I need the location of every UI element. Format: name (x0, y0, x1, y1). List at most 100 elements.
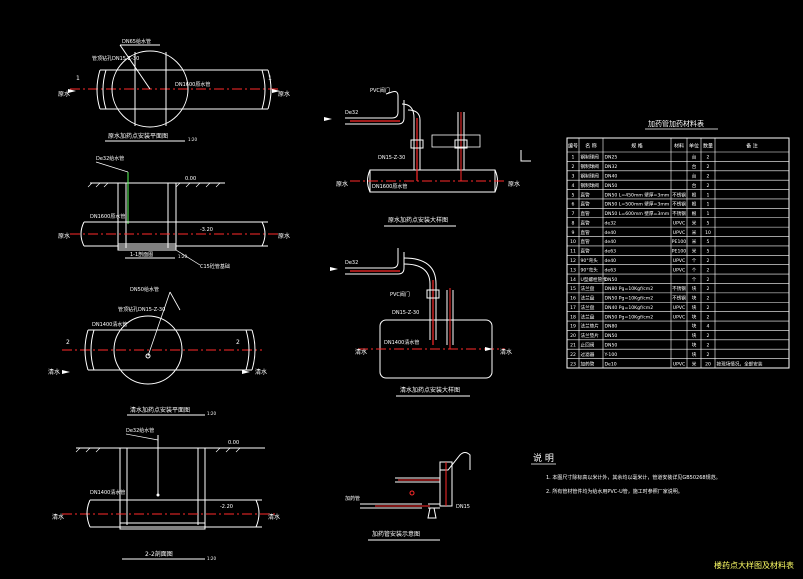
d2-label-side: C15砼管基础 (200, 263, 230, 270)
d6-label-in: De32 (345, 260, 358, 266)
table-cell: 23 (570, 361, 576, 367)
table-cell: 5 (572, 192, 575, 198)
table-cell: de32 (605, 220, 617, 226)
drawing-title-block: 楼药点大样图及材料表 (714, 560, 794, 570)
table-cell: UPVC (673, 305, 685, 311)
d3-section-mark-left: 2 (66, 339, 70, 346)
detail-1-plan: DN65给水管 管顶钻孔DN15-Z-30 DN1600原水管 原水 原水 1 … (58, 38, 290, 142)
ground-hatch (87, 182, 221, 188)
table-cell: 直管 (581, 238, 591, 245)
table-cell: 根 (692, 201, 697, 208)
d5-flow-out: 原水 (508, 180, 520, 188)
check-valve (427, 507, 437, 519)
table-cell: 7 (572, 211, 575, 217)
table-title: 加药管加药材料表 (648, 119, 704, 128)
table-cell: 2 (707, 164, 710, 170)
d4-scale: 1:20 (207, 556, 216, 561)
detail-4-section: De32给水管 0.00 DN1400清水管 -2.20 清水 清水 2-2剖面… (52, 427, 280, 561)
table-cell: 14 (570, 277, 576, 283)
d5-label-main: DN1600原水管 (372, 183, 407, 190)
flow-arrow-in (68, 89, 76, 93)
table-header-cell: 单位 (689, 143, 699, 150)
table-cell: DN40 (605, 173, 618, 179)
d5-title: 原水加药点安装大样图 (388, 216, 448, 224)
table-cell: 21 (570, 343, 576, 349)
table-cell: DN50 Pg=10Kgf/cm2 (605, 314, 654, 320)
d1-section-mark-left: 1 (76, 75, 80, 82)
table-cell: 钢制球阀 (581, 163, 600, 170)
table-cell: 5 (707, 239, 710, 245)
manhole-circle (111, 50, 189, 128)
table-cell: 12 (570, 258, 576, 264)
table-header-cell: 名 称 (585, 143, 597, 150)
d3-scale: 1:20 (207, 411, 216, 416)
pipe-break-right (261, 69, 272, 110)
d5-label-in: De32 (345, 110, 358, 116)
table-cell: 1 (707, 192, 710, 198)
d2-level-top: 0.00 (185, 176, 196, 182)
table-cell: 不锈钢 (672, 295, 686, 302)
table-cell: 2 (707, 305, 710, 311)
table-cell: 米 (692, 219, 697, 226)
detail-6-install: De32 PVC阀门 DN15-Z-30 DN1400清水管 清水 清水 清水加… (330, 248, 512, 397)
table-cell: 2 (707, 183, 710, 189)
table-cell: 18 (570, 314, 576, 320)
d3-label-main: DN1400清水管 (92, 321, 127, 328)
d1-label-main: DN1600原水管 (175, 81, 210, 88)
table-cell: 根 (692, 191, 697, 198)
d6-flow-out: 清水 (500, 348, 512, 356)
pipe-break-left (96, 69, 107, 110)
d1-label-spec: 管顶钻孔DN15-Z-30 (92, 55, 139, 62)
table-cell: 不锈钢 (672, 201, 686, 208)
d5-flow-in: 原水 (336, 180, 348, 188)
d3-section-mark-right: 2 (236, 339, 240, 346)
d4-flow-in: 清水 (52, 513, 64, 521)
table-cell: de63 (605, 249, 617, 255)
table-cell: 个 (692, 277, 697, 283)
table-cell: UPVC (673, 258, 685, 264)
table-cell: 台 (692, 172, 697, 179)
table-header-cell: 材料 (674, 143, 684, 150)
table-cell: 2 (707, 333, 710, 339)
table-cell: 16 (570, 296, 576, 302)
table-cell: U型螺栓管卡 (581, 276, 608, 283)
inlet-pipe (345, 91, 399, 119)
table-cell: 20 (570, 333, 576, 339)
table-cell: 13 (570, 267, 576, 273)
table-cell: 2 (707, 352, 710, 358)
d4-level-low: -2.20 (220, 504, 233, 510)
d4-level-top: 0.00 (228, 440, 239, 446)
table-cell: 直管 (581, 210, 591, 217)
dosing-drop-pipe (403, 263, 431, 340)
inlet-pipe (345, 248, 399, 269)
table-cell: DN32 (605, 164, 618, 170)
table-cell: 90°弯头 (581, 257, 599, 264)
table-cell: 2 (707, 286, 710, 292)
table-cell: DN40 Pg=10Kgf/cm2 (605, 305, 654, 311)
dosing-point (145, 353, 151, 359)
d1-label-top: DN65给水管 (122, 38, 151, 45)
table-cell: 法兰盘 (581, 285, 595, 292)
table-cell: DN50 L=600mm 壁厚=3mm (605, 210, 670, 217)
table-cell: 直管 (581, 248, 591, 255)
table-cell: de40 (605, 230, 617, 236)
dosing-drop-pipe (407, 109, 421, 170)
d2-level-low: -3.20 (200, 227, 213, 233)
d1-scale: 1:20 (188, 137, 197, 142)
d7-label-spec: DN15 (456, 504, 470, 510)
table-cell: 90°弯头 (581, 266, 599, 273)
table-cell: 米 (692, 248, 697, 255)
d2-title: 1-1剖面图 (130, 251, 153, 258)
d3-flow-in: 清水 (48, 368, 60, 376)
table-cell: 1 (707, 202, 710, 208)
d1-flow-out: 原水 (278, 90, 290, 98)
table-cell: 2 (707, 155, 710, 161)
d3-flow-out: 清水 (255, 368, 267, 376)
table-cell: 22 (570, 352, 576, 358)
ground-hatch (75, 447, 241, 453)
corner-mark (520, 150, 531, 162)
table-cell: 直管 (581, 191, 591, 198)
table-cell: 2 (707, 173, 710, 179)
table-cell: 个 (692, 267, 697, 273)
